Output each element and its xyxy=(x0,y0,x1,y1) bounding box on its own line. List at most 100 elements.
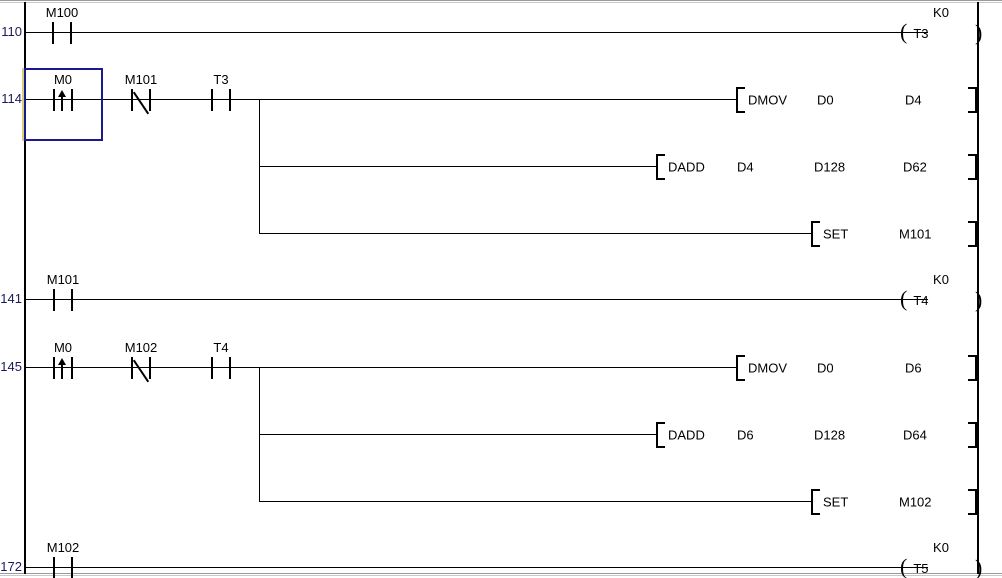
instruction-arg-dmov1-src[interactable]: D0 xyxy=(817,92,834,108)
rung5-wire xyxy=(26,567,928,568)
instruction-mnemonic-dadd2[interactable]: DADD xyxy=(668,427,705,443)
contact-bar-left xyxy=(211,89,213,111)
instruction-bracket-close-set1 xyxy=(968,221,977,247)
instruction-arg-dmov2-src[interactable]: D0 xyxy=(817,360,834,376)
coil-open-paren: ( xyxy=(900,286,908,311)
rung1-wire xyxy=(26,32,928,33)
coil-preset-t4: K0 xyxy=(933,272,949,287)
contact-bar-right xyxy=(71,557,73,578)
instruction-bracket-close-set2 xyxy=(968,489,977,515)
contact-bar-left xyxy=(53,289,55,311)
contact-label-t4-rung4: T4 xyxy=(213,340,229,355)
instruction-bracket-close-dmov1 xyxy=(968,87,977,113)
coil-open-paren: ( xyxy=(900,19,908,44)
coil-name-t5: T5 xyxy=(913,560,929,576)
contact-m0-rising-pulse-rung4[interactable] xyxy=(48,357,78,379)
contact-label-m101-rung3: M101 xyxy=(46,272,80,287)
instruction-arg-dadd2-s1[interactable]: D6 xyxy=(737,427,754,443)
canvas-top-border xyxy=(0,0,1002,1)
instruction-bracket-close-dadd1 xyxy=(968,154,977,180)
instruction-mnemonic-dmov2[interactable]: DMOV xyxy=(748,360,787,376)
contact-bar-left xyxy=(53,357,55,379)
instruction-bracket-close-dadd2 xyxy=(968,422,977,448)
instruction-arg-dmov2-dst[interactable]: D6 xyxy=(905,360,922,376)
instruction-arg-dadd1-dst[interactable]: D62 xyxy=(903,159,927,175)
contact-bar-left xyxy=(131,89,133,111)
contact-label-m0-rung4: M0 xyxy=(53,340,73,355)
rung4-set-wire xyxy=(259,501,811,502)
step-number-172: 172 xyxy=(0,559,22,574)
contact-t4-no-rung4[interactable] xyxy=(206,357,236,379)
cursor-left-accent xyxy=(22,68,24,141)
contact-label-m0-rung2: M0 xyxy=(53,72,73,87)
contact-m101-no-rung3[interactable] xyxy=(48,289,78,311)
instruction-bracket-open-dadd2 xyxy=(656,422,665,448)
instruction-arg-dadd1-s1[interactable]: D4 xyxy=(737,159,754,175)
step-number-114: 114 xyxy=(1,91,22,106)
contact-bar-right xyxy=(229,89,231,111)
nc-slash-icon xyxy=(132,359,150,383)
left-power-rail xyxy=(24,2,26,574)
coil-open-paren: ( xyxy=(900,554,908,578)
coil-close-paren-t5: ) xyxy=(975,555,983,578)
contact-m0-rising-pulse-rung2[interactable] xyxy=(48,89,78,111)
rung2-wire-main xyxy=(26,99,260,100)
rung4-dadd-wire xyxy=(259,434,656,435)
contact-bar-right xyxy=(149,89,151,111)
instruction-arg-set2-device[interactable]: M102 xyxy=(899,494,932,510)
instruction-arg-set1-device[interactable]: M101 xyxy=(899,226,932,242)
rung4-dmov-wire xyxy=(259,367,736,368)
canvas-bottom-border xyxy=(0,573,1002,574)
contact-bar-left xyxy=(53,557,55,578)
contact-bar-left xyxy=(53,89,55,111)
contact-bar-right xyxy=(70,22,72,44)
rung2-dmov-wire xyxy=(259,99,736,100)
canvas-bottom-border-inner xyxy=(0,575,1002,576)
instruction-mnemonic-set2[interactable]: SET xyxy=(823,494,849,510)
step-number-145: 145 xyxy=(0,359,22,374)
rung2-set-wire xyxy=(259,233,811,234)
coil-close-paren-t3: ) xyxy=(975,20,983,45)
contact-bar-left xyxy=(211,357,213,379)
nc-slash-icon xyxy=(132,91,150,115)
coil-name-t4: T4 xyxy=(913,292,929,308)
contact-label-t3-rung2: T3 xyxy=(213,72,229,87)
contact-bar-right xyxy=(229,357,231,379)
instruction-arg-dadd2-s2[interactable]: D128 xyxy=(814,427,846,443)
canvas-top-border-inner xyxy=(0,2,1002,3)
contact-bar-right xyxy=(71,289,73,311)
instruction-bracket-open-set2 xyxy=(811,489,820,515)
contact-bar-left xyxy=(131,357,133,379)
instruction-bracket-open-set1 xyxy=(811,221,820,247)
contact-m102-nc-rung4[interactable] xyxy=(126,357,156,383)
coil-t4[interactable]: ( T4 xyxy=(900,287,929,313)
coil-preset-t5: K0 xyxy=(933,540,949,555)
contact-m102-no-rung5[interactable] xyxy=(48,557,78,578)
instruction-mnemonic-dadd1[interactable]: DADD xyxy=(668,159,705,175)
rung2-dadd-wire xyxy=(259,166,656,167)
instruction-arg-dmov1-dst[interactable]: D4 xyxy=(905,92,922,108)
instruction-arg-dadd1-s2[interactable]: D128 xyxy=(814,159,846,175)
instruction-mnemonic-dmov1[interactable]: DMOV xyxy=(748,92,787,108)
instruction-mnemonic-set1[interactable]: SET xyxy=(823,226,849,242)
contact-bar-right xyxy=(71,357,73,379)
right-power-rail xyxy=(977,2,979,574)
coil-close-paren-t4: ) xyxy=(975,287,983,312)
contact-label-m100: M100 xyxy=(45,5,79,20)
contact-m100-no[interactable] xyxy=(47,22,77,44)
instruction-bracket-open-dmov2 xyxy=(736,355,745,381)
coil-t3[interactable]: ( T3 xyxy=(900,20,929,46)
contact-bar-left xyxy=(52,22,54,44)
contact-label-m101-rung2: M101 xyxy=(124,72,158,87)
coil-t5[interactable]: ( T5 xyxy=(900,555,929,578)
contact-t3-no-rung2[interactable] xyxy=(206,89,236,111)
coil-preset-t3: K0 xyxy=(933,5,949,20)
instruction-arg-dadd2-dst[interactable]: D64 xyxy=(903,427,927,443)
contact-m101-nc-rung2[interactable] xyxy=(126,89,156,115)
coil-name-t3: T3 xyxy=(913,25,929,41)
rung4-wire-main xyxy=(26,367,260,368)
contact-bar-right xyxy=(149,357,151,379)
instruction-bracket-open-dmov1 xyxy=(736,87,745,113)
instruction-bracket-close-dmov2 xyxy=(968,355,977,381)
